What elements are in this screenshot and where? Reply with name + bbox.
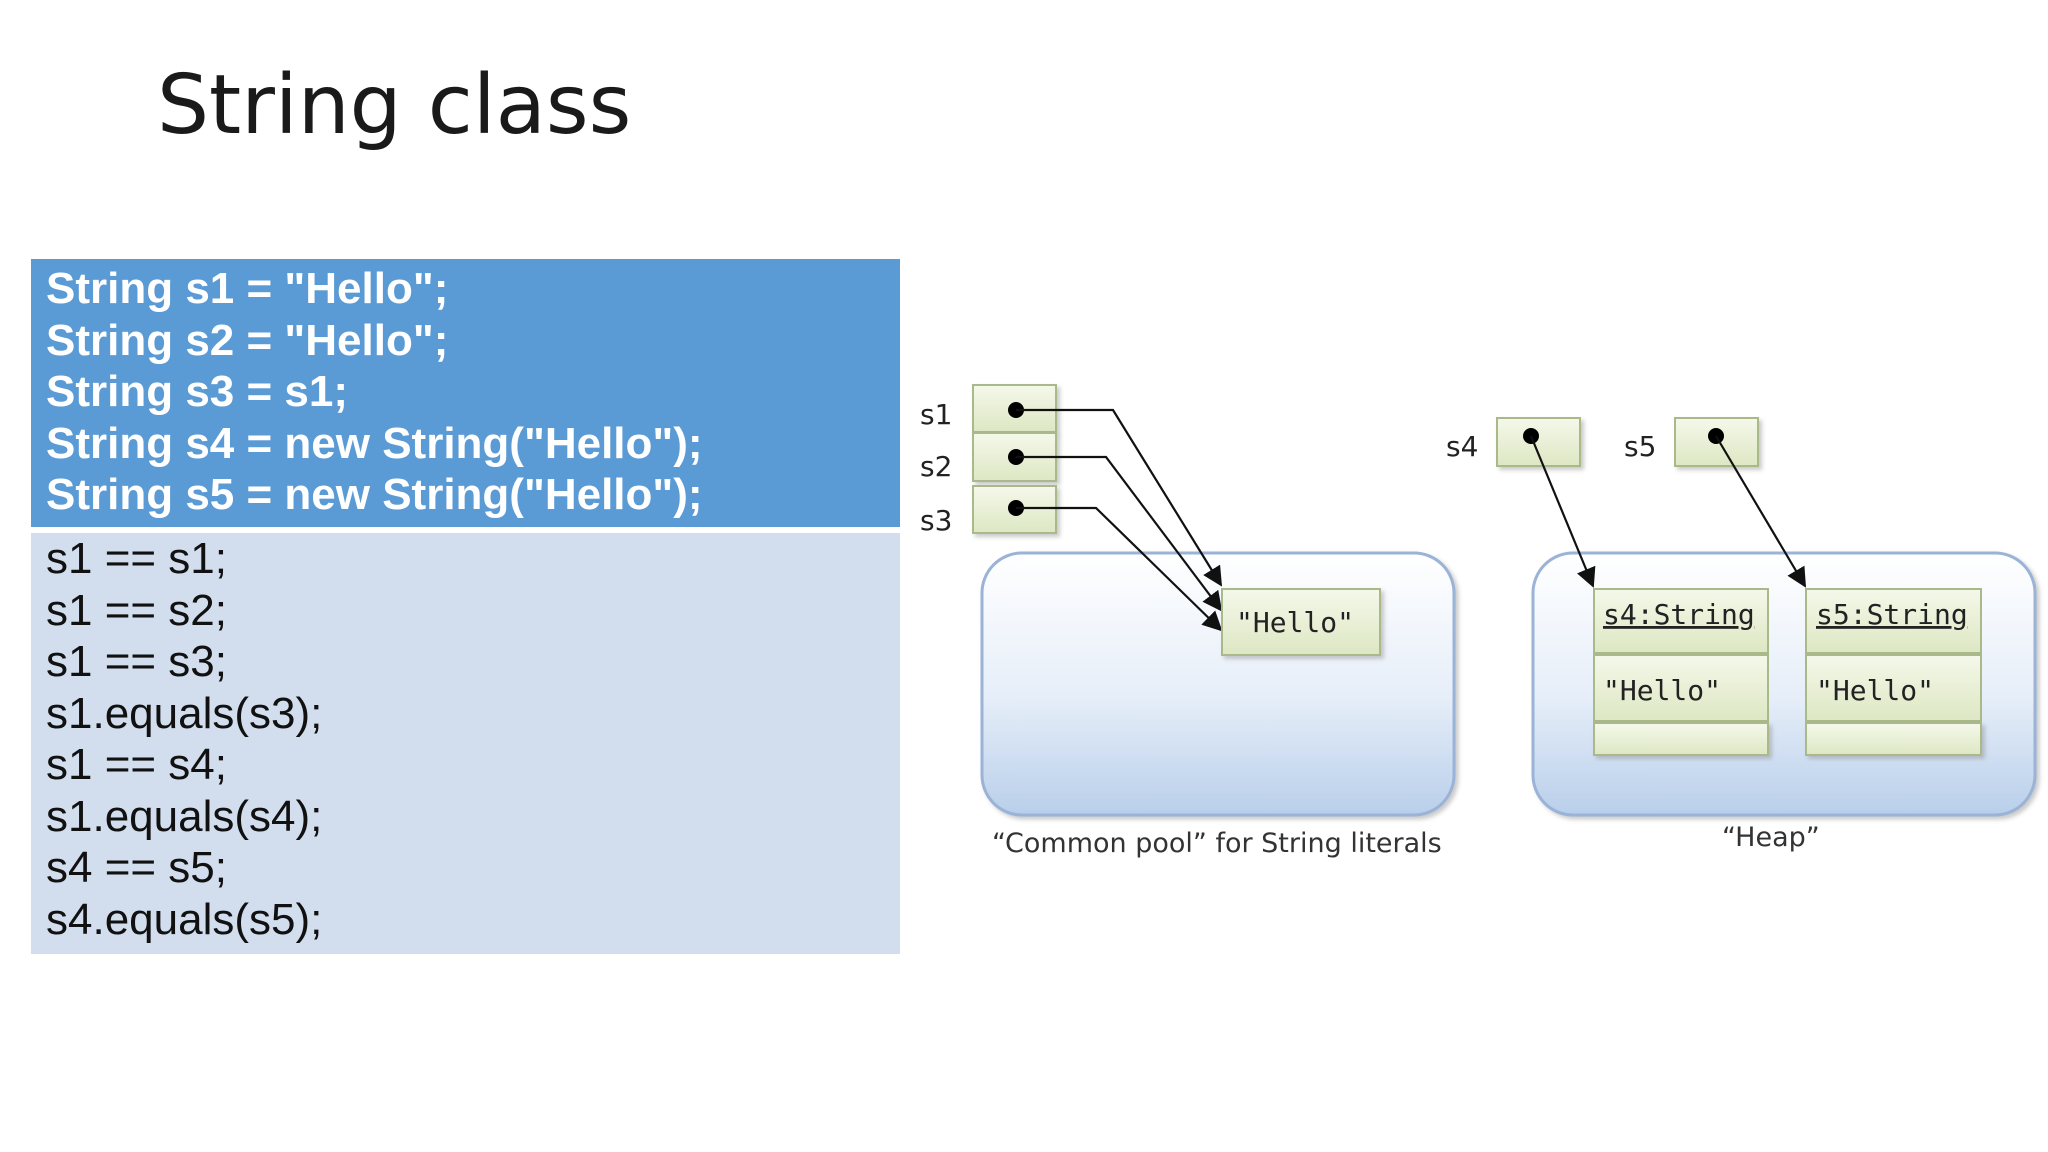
heap-object-s5-value-box xyxy=(1805,654,1982,722)
ref-label-s3: s3 xyxy=(920,504,952,537)
arrow-s4-to-heap-object xyxy=(1529,435,1596,588)
page-title: String class xyxy=(157,58,632,153)
common-pool-area xyxy=(980,551,1456,817)
code-declarations-block: String s1 = "Hello"; String s2 = "Hello"… xyxy=(31,259,900,527)
code-line: s1.equals(s3); xyxy=(46,688,323,738)
heap-object-s4-value: "Hello" xyxy=(1603,674,1721,707)
ref-label-s2: s2 xyxy=(920,450,952,483)
ref-label-s5: s5 xyxy=(1624,430,1656,463)
arrow-s5-to-heap-object xyxy=(1715,435,1807,588)
code-line: s1.equals(s4); xyxy=(46,791,323,841)
code-line: s1 == s4; xyxy=(46,740,228,789)
code-line: String s2 = "Hello"; xyxy=(46,315,449,365)
common-pool-caption: “Common pool” for String literals xyxy=(992,828,1442,859)
code-line: String s4 = new String("Hello"); xyxy=(46,418,703,468)
heap-object-s5-header: s5:String xyxy=(1816,598,1968,631)
heap-object-s4-value-box xyxy=(1593,654,1769,722)
code-line: s4 == s5; xyxy=(46,843,228,892)
code-line: String s5 = new String("Hello"); xyxy=(46,470,703,519)
ref-label-s1: s1 xyxy=(920,398,952,431)
heap-object-s4-empty-box xyxy=(1593,722,1769,756)
heap-object-s5-header-box xyxy=(1805,588,1982,654)
arrow-s1-to-pool-literal xyxy=(1016,408,1223,587)
arrow-s3-to-pool-literal xyxy=(1016,506,1223,632)
code-line: s1 == s3; xyxy=(46,637,228,686)
pool-literal-box xyxy=(1221,588,1381,656)
heap-object-s5-empty-box xyxy=(1805,722,1982,756)
code-line: s1 == s1; xyxy=(46,534,228,583)
code-line: String s1 = "Hello"; xyxy=(46,264,449,313)
ref-box-s4 xyxy=(1496,417,1581,467)
heap-object-s5-value: "Hello" xyxy=(1816,674,1934,707)
heap-object-s4-header: s4:String xyxy=(1603,598,1755,631)
heap-caption: “Heap” xyxy=(1722,822,1820,853)
code-line: s4.equals(s5); xyxy=(46,894,323,944)
pool-literal-value: "Hello" xyxy=(1236,606,1354,639)
arrow-s2-to-pool-literal xyxy=(1016,455,1223,612)
code-line: String s3 = s1; xyxy=(46,367,349,416)
code-comparisons-block: s1 == s1; s1 == s2; s1 == s3; s1.equals(… xyxy=(31,533,900,954)
ref-label-s4: s4 xyxy=(1446,430,1478,463)
code-line: s1 == s2; xyxy=(46,585,228,635)
heap-object-s4-header-box xyxy=(1593,588,1769,654)
